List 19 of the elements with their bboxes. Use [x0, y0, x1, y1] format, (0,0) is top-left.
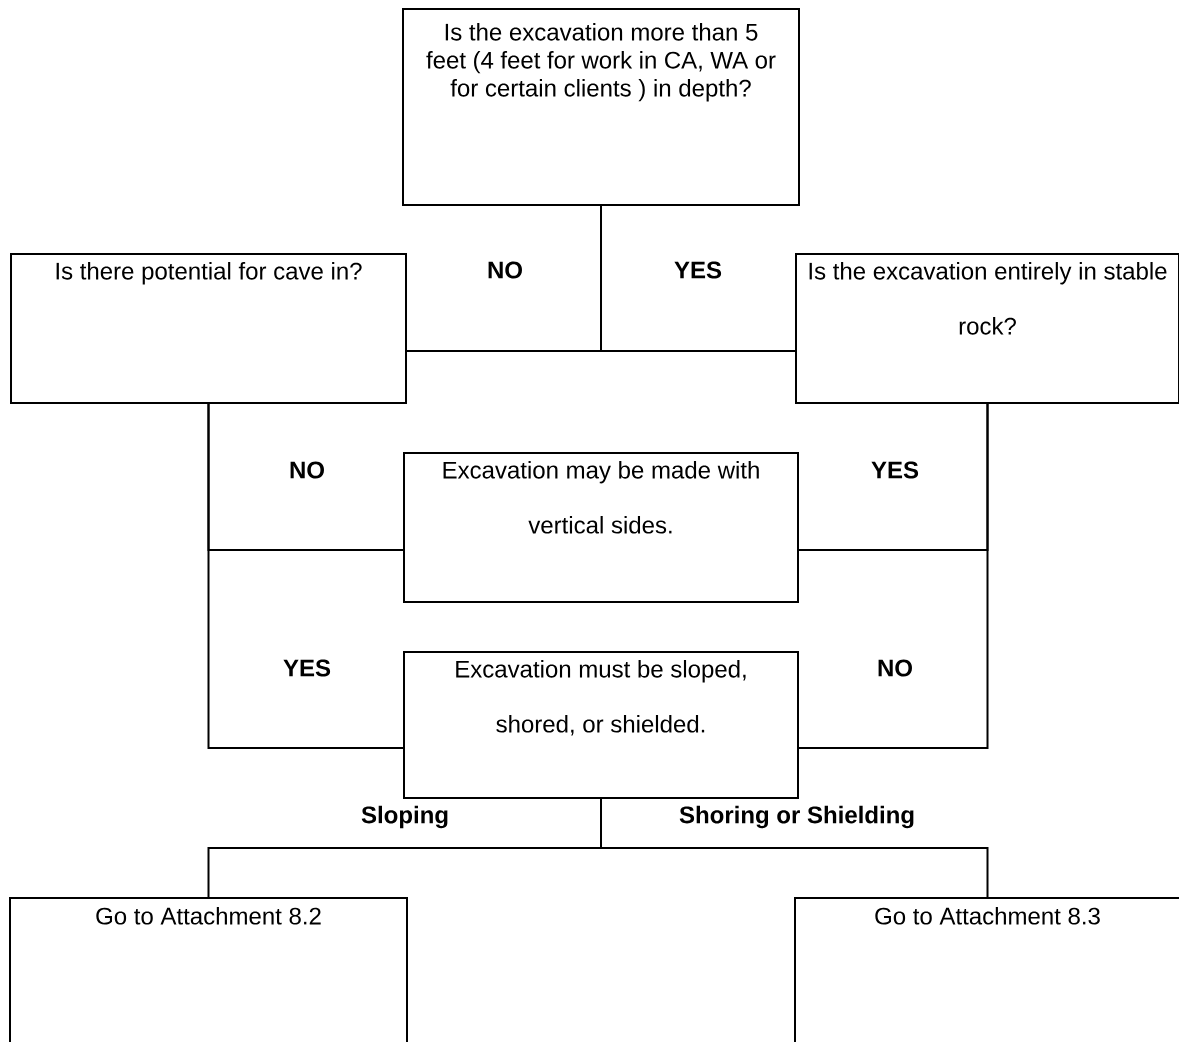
connector-line	[798, 403, 989, 749]
edge-label: YES	[869, 459, 921, 481]
process-box: Go to Attachment 8.3	[794, 897, 1179, 1042]
process-box: Is there potential for cave in?	[10, 253, 407, 404]
edge-label: Shoring or Shielding	[677, 803, 917, 831]
connector-line	[600, 798, 989, 899]
edge-label: YES	[281, 657, 333, 679]
connector-line	[207, 403, 404, 749]
connector-line	[600, 205, 796, 352]
process-box: Excavation may be made with vertical sides.	[403, 452, 799, 603]
process-box: Excavation must be sloped, shored, or shielded.	[403, 651, 799, 799]
process-box: Go to Attachment 8.2	[9, 897, 408, 1042]
edge-label: YES	[672, 259, 724, 281]
process-box: Is the excavation more than 5 feet (4 feet for work in CA, WA or for certain clients ) in depth?	[402, 8, 800, 206]
edge-label: NO	[485, 259, 525, 281]
edge-label: Sloping	[359, 803, 451, 831]
edge-label: NO	[287, 459, 327, 481]
edge-label: NO	[875, 657, 915, 679]
process-box: Is the excavation entirely in stable rock?	[795, 253, 1179, 404]
